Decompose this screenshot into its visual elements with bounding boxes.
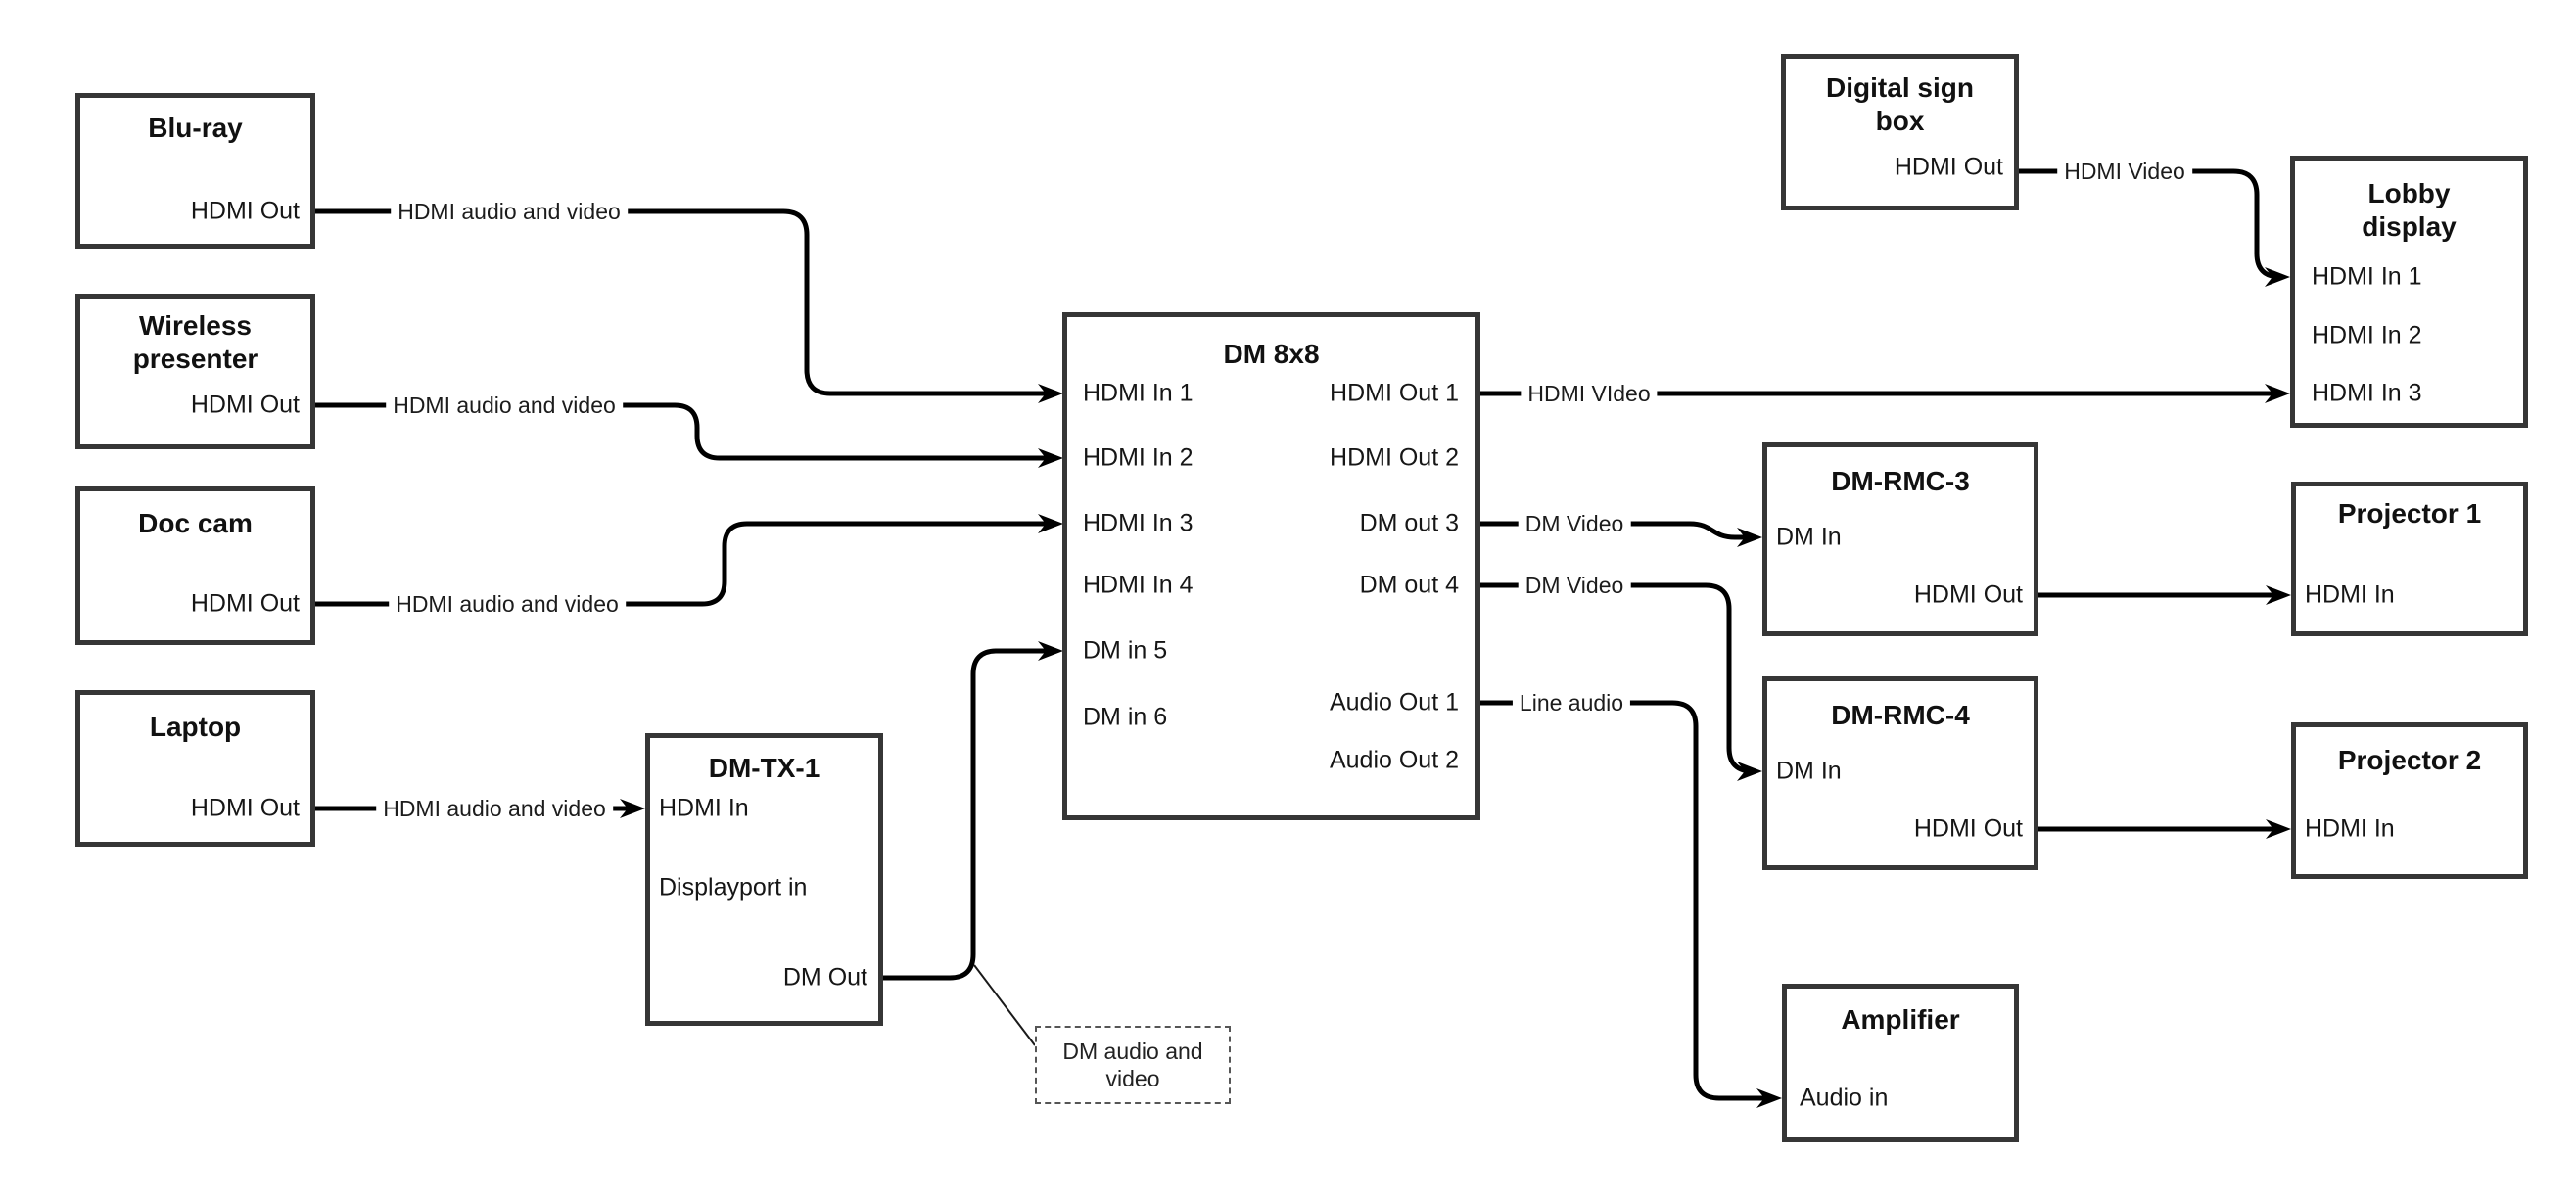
wire-label-hdmi-video-sign: HDMI Video bbox=[2057, 157, 2192, 186]
port-lobby-hdmi-in-3: HDMI In 3 bbox=[2312, 379, 2422, 407]
node-laptop-title: Laptop bbox=[149, 712, 242, 742]
port-digitalsign-hdmi-out: HDMI Out bbox=[1894, 153, 2003, 181]
node-proj2-box bbox=[2291, 722, 2528, 879]
wire-label-dm-video-4: DM Video bbox=[1518, 571, 1631, 600]
port-dm8x8-hdmi-in-1: HDMI In 1 bbox=[1083, 379, 1194, 407]
port-dm8x8-hdmi-in-3: HDMI In 3 bbox=[1083, 509, 1194, 537]
port-dmtx1-displayport-in: Displayport in bbox=[659, 873, 808, 901]
callout-dm-audio-video: DM audio and video bbox=[1035, 1026, 1231, 1104]
port-lobby-hdmi-in-2: HDMI In 2 bbox=[2312, 321, 2422, 349]
wire-label-laptop: HDMI audio and video bbox=[376, 794, 613, 823]
node-doccam-box bbox=[75, 486, 315, 645]
callout-dm-audio-video-text: DM audio and video bbox=[1062, 1039, 1203, 1091]
node-proj2-title: Projector 2 bbox=[2337, 745, 2482, 775]
port-doccam-hdmi-out: HDMI Out bbox=[190, 589, 300, 618]
port-dm8x8-dm-in-5: DM in 5 bbox=[1083, 636, 1168, 665]
node-dmrmc4-title: DM-RMC-4 bbox=[1831, 700, 1970, 730]
wire-digitalsign-to-lobby-in1 bbox=[2019, 168, 2283, 280]
port-proj1-hdmi-in: HDMI In bbox=[2305, 580, 2395, 609]
port-dmrmc3-hdmi-out: HDMI Out bbox=[1913, 580, 2023, 609]
node-dmrmc3-title: DM-RMC-3 bbox=[1831, 466, 1970, 496]
wire-label-hdmi-video-main: HDMI VIdeo bbox=[1521, 379, 1658, 408]
node-laptop-box bbox=[75, 690, 315, 847]
wire-wireless-to-dm8x8-in2 bbox=[315, 402, 1056, 461]
port-dmrmc3-dm-in: DM In bbox=[1776, 523, 1842, 551]
port-lobby-hdmi-in-1: HDMI In 1 bbox=[2312, 262, 2422, 291]
node-wireless-box bbox=[75, 294, 315, 449]
port-dm8x8-audio-out-2: Audio Out 2 bbox=[1329, 746, 1459, 774]
port-dm8x8-hdmi-in-4: HDMI In 4 bbox=[1083, 571, 1194, 599]
wire-label-doccam: HDMI audio and video bbox=[389, 589, 626, 619]
port-dm8x8-hdmi-in-2: HDMI In 2 bbox=[1083, 443, 1194, 472]
callout-leader-line bbox=[973, 964, 1036, 1046]
node-lobby-title: Lobby display bbox=[2362, 178, 2457, 242]
node-lobby-box bbox=[2290, 156, 2528, 428]
port-dmrmc4-dm-in: DM In bbox=[1776, 757, 1842, 785]
wire-dm8x8-aout1-to-amp bbox=[1480, 700, 1775, 1101]
wire-dm8x8-out4-to-dmrmc4 bbox=[1480, 582, 1756, 774]
node-digitalsign-title: Digital sign box bbox=[1826, 72, 1974, 136]
node-dmtx1-title: DM-TX-1 bbox=[708, 753, 820, 783]
node-dm8x8-box bbox=[1062, 312, 1480, 820]
port-dmtx1-hdmi-in: HDMI In bbox=[659, 794, 749, 822]
wire-label-wireless: HDMI audio and video bbox=[386, 391, 623, 420]
node-dmrmc4-box bbox=[1762, 676, 2038, 870]
wire-label-dm-video-3: DM Video bbox=[1518, 509, 1631, 538]
port-bluray-hdmi-out: HDMI Out bbox=[190, 197, 300, 225]
node-doccam-title: Doc cam bbox=[138, 508, 253, 538]
wire-dm8x8-out3-to-dmrmc3 bbox=[1480, 521, 1756, 540]
node-dmtx1-box bbox=[645, 733, 883, 1026]
node-dmrmc3-box bbox=[1762, 442, 2038, 636]
wire-bluray-to-dm8x8-in1 bbox=[315, 208, 1056, 396]
wire-label-bluray: HDMI audio and video bbox=[391, 197, 628, 226]
port-dm8x8-dm-out-3: DM out 3 bbox=[1359, 509, 1459, 537]
node-dm8x8-title: DM 8x8 bbox=[1223, 339, 1320, 369]
port-dm8x8-audio-out-1: Audio Out 1 bbox=[1329, 688, 1459, 716]
port-dmrmc4-hdmi-out: HDMI Out bbox=[1913, 814, 2023, 843]
port-dm8x8-hdmi-out-1: HDMI Out 1 bbox=[1330, 379, 1459, 407]
wire-label-line-audio: Line audio bbox=[1512, 688, 1631, 717]
port-amp-audio-in: Audio in bbox=[1800, 1084, 1889, 1112]
port-dm8x8-hdmi-out-2: HDMI Out 2 bbox=[1330, 443, 1459, 472]
node-wireless-title: Wireless presenter bbox=[132, 310, 258, 374]
node-bluray-box bbox=[75, 93, 315, 249]
port-wireless-hdmi-out: HDMI Out bbox=[190, 391, 300, 419]
port-dm8x8-dm-out-4: DM out 4 bbox=[1359, 571, 1459, 599]
node-proj1-title: Projector 1 bbox=[2337, 498, 2482, 529]
node-amp-title: Amplifier bbox=[1841, 1004, 1960, 1035]
node-digitalsign-box bbox=[1781, 54, 2019, 210]
port-dm8x8-dm-in-6: DM in 6 bbox=[1083, 703, 1168, 731]
node-amp-box bbox=[1782, 984, 2019, 1142]
port-dmtx1-dm-out: DM Out bbox=[782, 963, 867, 992]
node-bluray-title: Blu-ray bbox=[148, 113, 243, 143]
wire-doccam-to-dm8x8-in3 bbox=[315, 521, 1056, 607]
node-proj1-box bbox=[2291, 482, 2528, 636]
port-laptop-hdmi-out: HDMI Out bbox=[190, 794, 300, 822]
port-proj2-hdmi-in: HDMI In bbox=[2305, 814, 2395, 843]
wire-dmtx1-to-dm8x8-in5 bbox=[883, 648, 1056, 981]
